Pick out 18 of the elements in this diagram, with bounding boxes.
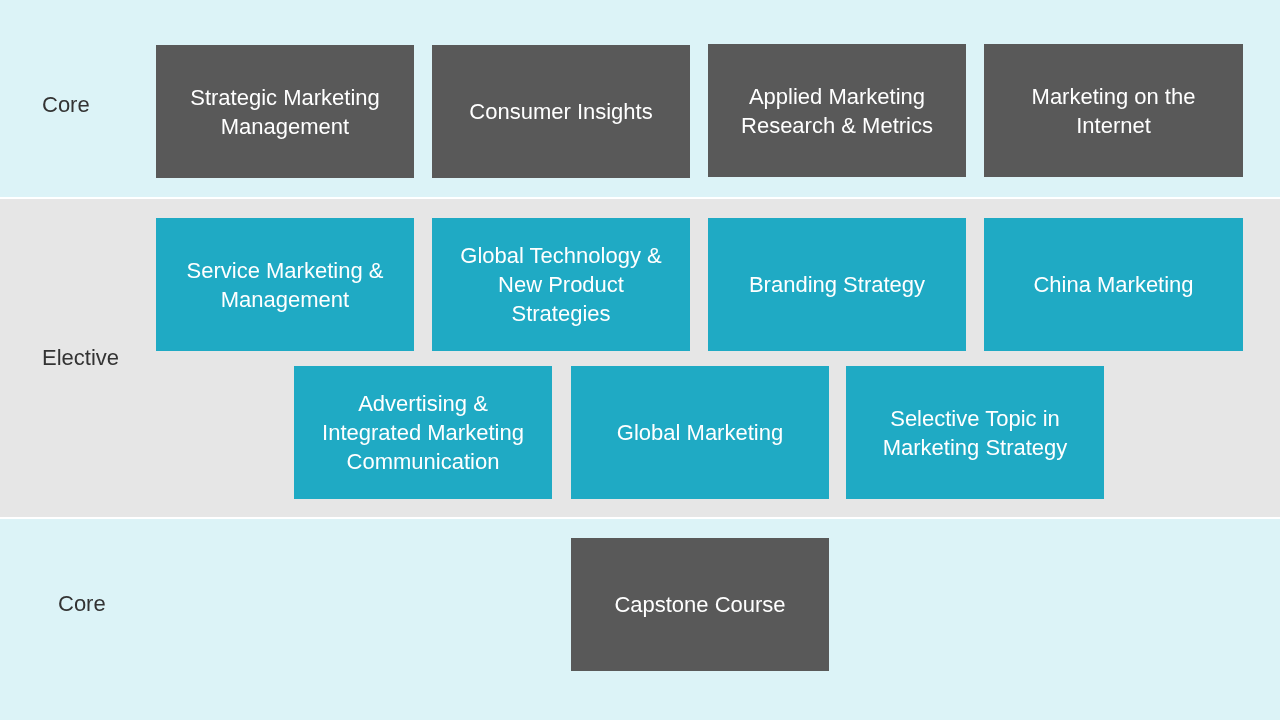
course-box: Branding Strategy <box>708 218 966 351</box>
row-label: Core <box>42 92 90 118</box>
course-box: Capstone Course <box>571 538 829 671</box>
course-box: Advertising & Integrated Marketing Communication <box>294 366 552 499</box>
section-band <box>0 0 1280 197</box>
course-box: Marketing on the Internet <box>984 44 1243 177</box>
course-box: Service Marketing & Management <box>156 218 414 351</box>
course-box: Global Technology & New Product Strategies <box>432 218 690 351</box>
course-box: China Marketing <box>984 218 1243 351</box>
section-band <box>0 519 1280 720</box>
course-box: Selective Topic in Marketing Strategy <box>846 366 1104 499</box>
row-label: Core <box>58 591 106 617</box>
row-label: Elective <box>42 345 120 371</box>
section-band <box>0 199 1280 517</box>
course-box: Global Marketing <box>571 366 829 499</box>
course-box: Applied Marketing Research & Metrics <box>708 44 966 177</box>
course-box: Strategic Marketing Management <box>156 45 414 178</box>
course-box: Consumer Insights <box>432 45 690 178</box>
